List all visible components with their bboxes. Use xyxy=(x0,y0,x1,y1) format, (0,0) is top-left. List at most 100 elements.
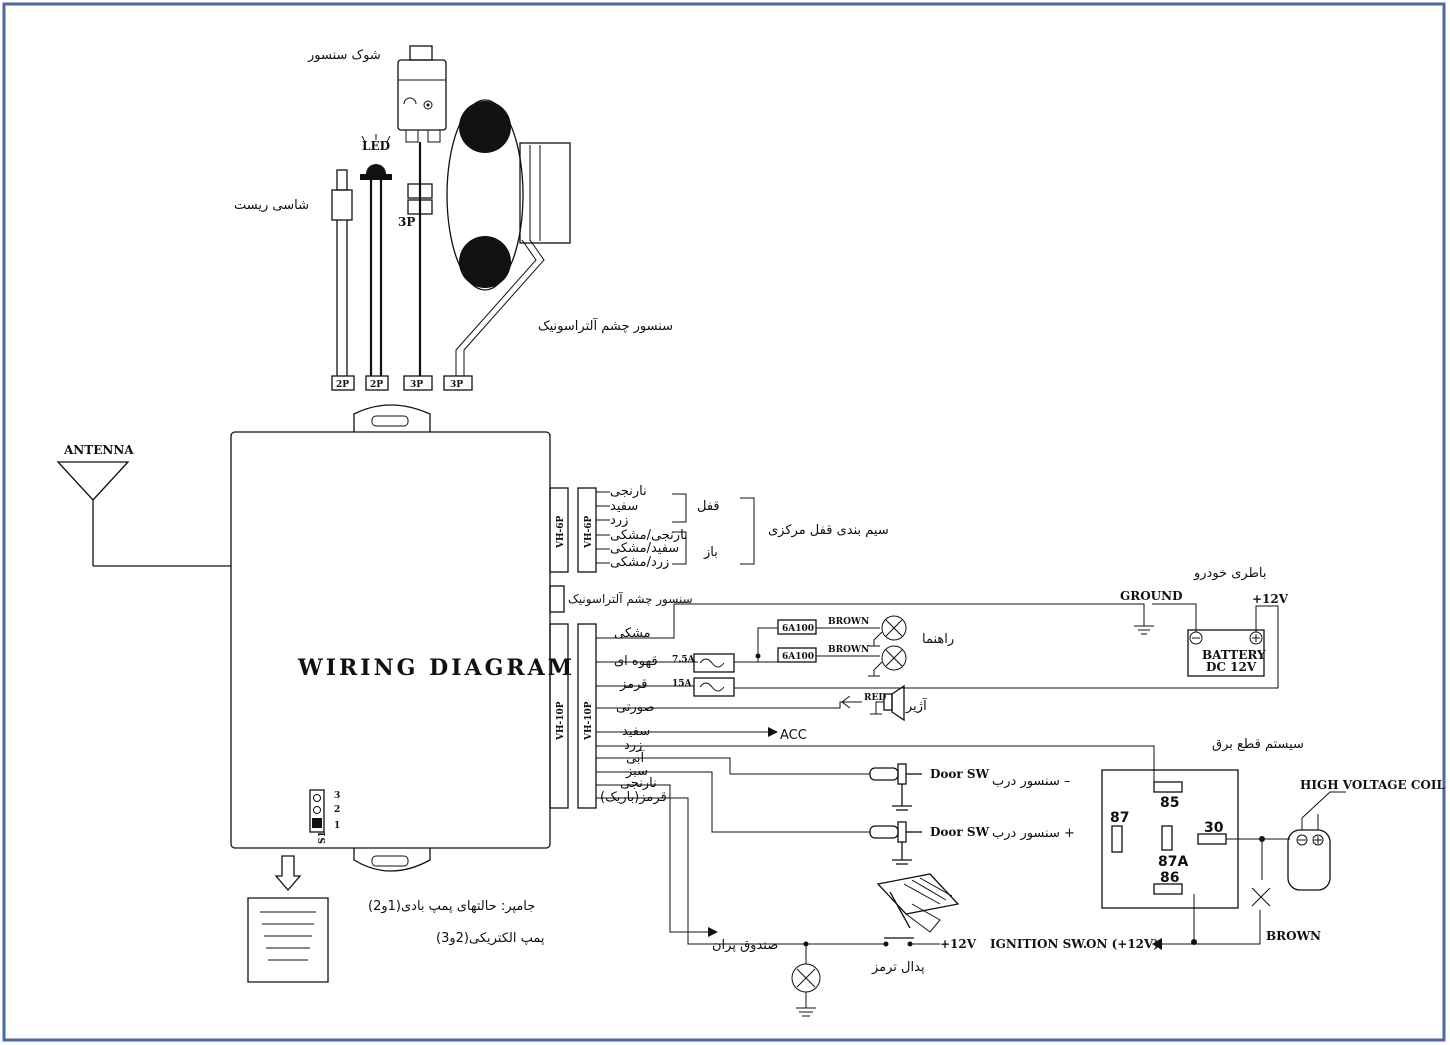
ground-icon xyxy=(1134,625,1154,635)
wire-yellow2: زرد xyxy=(624,738,642,753)
wire-orange: نارنجی xyxy=(610,484,647,499)
manual-icon xyxy=(247,897,329,983)
vh6p-right xyxy=(577,487,597,573)
trunk-label: صندوق پران xyxy=(712,938,778,953)
car-battery-label: باطری خودرو xyxy=(1193,566,1267,581)
wire-orange2: نارنجی xyxy=(620,776,657,791)
conn-3p-a: 3P xyxy=(410,380,423,390)
j3-label: 3 xyxy=(334,791,340,801)
j1-label: 1 xyxy=(334,821,340,831)
jumper-block xyxy=(309,789,325,833)
siren-label: آژیر xyxy=(905,697,928,714)
ground-label: GROUND xyxy=(1120,589,1183,603)
vh10p-label-b: VH-10P xyxy=(584,701,594,741)
chassis-reset-label: شاسی ریست xyxy=(234,198,309,213)
led-label: LED xyxy=(362,139,390,153)
diode-a-label: 6A100 xyxy=(782,624,814,634)
ultrasonic-top-label: سنسور چشم آلتراسونیک xyxy=(538,317,673,334)
wire-white-black: سفید/مشکی xyxy=(610,541,679,556)
relay-87a-pin xyxy=(1161,825,1173,851)
relay-30-label: 30 xyxy=(1204,820,1224,836)
ignition-label: IGNITION SW. xyxy=(990,937,1087,951)
conn-2p-b: 2P xyxy=(370,380,383,390)
wire-orange-black: نارنجی/مشکی xyxy=(610,528,688,543)
wire-red-thin: قرمز(باریک) xyxy=(600,790,667,805)
wire-white: سفید xyxy=(610,499,638,514)
wire-pink: صورتی xyxy=(616,700,655,715)
ign-on-label: ON (+12V) xyxy=(1086,937,1159,951)
dc12-label: DC 12V xyxy=(1206,660,1257,674)
turn-signal-label: راهنما xyxy=(922,632,954,647)
relay-87a-label: 87A xyxy=(1158,854,1188,870)
door-pos-label: سنسور درب + xyxy=(992,826,1075,841)
ultrasonic-sensor-icon xyxy=(446,99,571,376)
wire-white2: سفید xyxy=(622,724,650,739)
fuse-75-label: 7.5A xyxy=(672,655,696,665)
shock-3p-label: 3P xyxy=(398,215,415,229)
down-arrow-icon xyxy=(274,855,302,891)
wiring-diagram-title: WIRING DIAGRAM xyxy=(297,655,575,681)
ultrasonic-port xyxy=(549,585,565,613)
door-sw-pos-en: Door SW xyxy=(930,825,990,839)
shock-sensor xyxy=(397,45,447,376)
conn-3p-b: 3P xyxy=(450,380,463,390)
unlock-label: باز xyxy=(703,545,718,560)
plus12-label: +12V xyxy=(1252,592,1289,606)
relay-85-label: 85 xyxy=(1160,795,1179,811)
vh6p-label-b: VH-6P xyxy=(584,516,594,549)
door-sw-neg-en: Door SW xyxy=(930,767,990,781)
relay-85-pin xyxy=(1153,781,1183,793)
diode-b-label: 6A100 xyxy=(782,652,814,662)
hv-coil-icon xyxy=(1287,791,1346,891)
brake-lamp-icon xyxy=(791,963,821,1017)
fuse-75a xyxy=(693,653,735,673)
j2-label: 2 xyxy=(334,805,340,815)
fuse-15a xyxy=(693,677,735,697)
battery-label: BATTERY xyxy=(1202,648,1266,662)
door-switch-pos-icon xyxy=(869,821,922,865)
wire-yellow-black: زرد/مشکی xyxy=(610,555,669,570)
wire-blue: آبی xyxy=(626,749,645,766)
vh6p-label-a: VH-6P xyxy=(556,516,566,549)
relay-87-label: 87 xyxy=(1110,810,1129,826)
antenna-label: ANTENNA xyxy=(63,443,134,457)
fuse-15-label: 15A xyxy=(672,679,693,689)
vh10p-label-a: VH-10P xyxy=(556,701,566,741)
wire-green: سبز xyxy=(625,764,648,779)
jumper-label-1: جامپر: حالتهای پمپ بادی(1و2) xyxy=(368,899,535,914)
central-lock-label: سیم بندی قفل مرکزی xyxy=(768,523,889,538)
plus12-ign-label: +12V xyxy=(940,937,977,951)
reset-switch-icon xyxy=(331,169,353,376)
turn-lamp-icon xyxy=(868,615,907,677)
vh6p-left xyxy=(549,487,569,573)
hv-coil-label: HIGH VOLTAGE COIL xyxy=(1300,778,1446,792)
antenna-icon xyxy=(56,461,231,567)
vh10p-right xyxy=(577,623,597,809)
diode-a xyxy=(777,619,817,635)
vh10p-left xyxy=(549,623,569,809)
door-switch-neg-icon xyxy=(869,763,922,811)
top-connectors xyxy=(331,375,473,391)
led-icon xyxy=(360,134,392,376)
relay-86-pin xyxy=(1153,883,1183,895)
main-unit xyxy=(230,431,551,849)
wire-yellow: زرد xyxy=(610,513,628,528)
brown-b: BROWN xyxy=(828,645,869,655)
brown-a: BROWN xyxy=(828,617,869,627)
s1-label: S1 xyxy=(318,831,328,844)
relay-87-pin xyxy=(1111,825,1123,853)
red-en-label: RED xyxy=(864,693,886,703)
wire-brown: قهوه ای xyxy=(614,654,658,669)
ultrasonic-port-label: سنسور چشم آلتراسونیک xyxy=(568,591,693,607)
relay-86-label: 86 xyxy=(1160,870,1179,886)
battery-icon xyxy=(734,603,1279,689)
diode-b xyxy=(777,647,817,663)
wire-red: قرمز xyxy=(619,677,648,692)
main-unit-tab-bottom xyxy=(353,848,431,872)
lock-label: قفل xyxy=(697,499,720,514)
cutoff-label: سیستم قطع برق xyxy=(1212,737,1304,752)
siren-icon xyxy=(870,684,905,722)
brake-label: پدال ترمز xyxy=(871,960,925,975)
